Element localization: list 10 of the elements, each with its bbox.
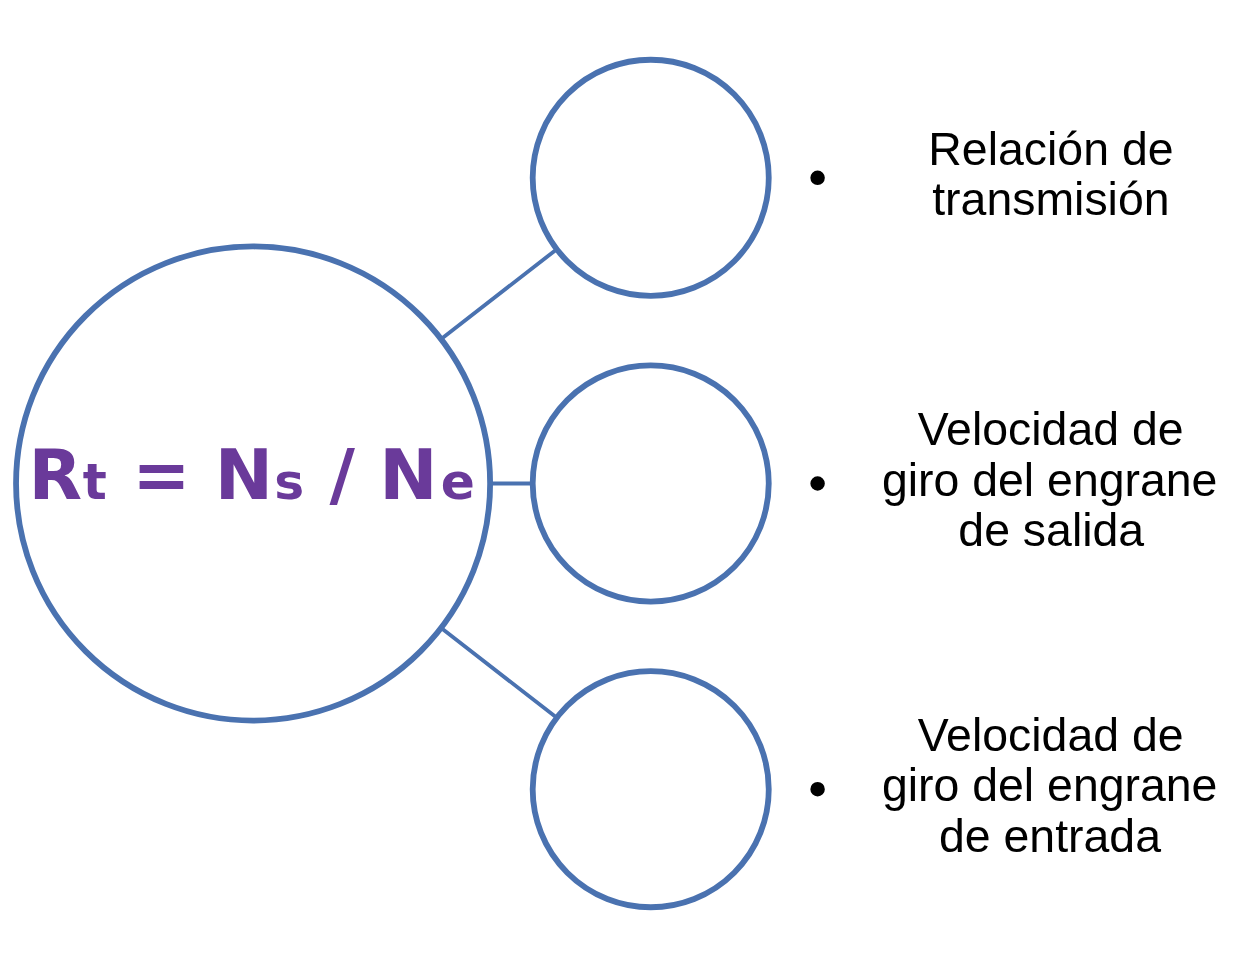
connector <box>440 247 558 340</box>
node-circle: Rt = Ns / Ne <box>13 243 493 723</box>
node-circle <box>529 362 772 604</box>
node-circle <box>529 56 772 299</box>
connector <box>490 481 533 485</box>
node-label: Velocidad de giro del engrane de entrada <box>881 708 1218 862</box>
node-label: Relación de transmisión <box>928 122 1174 225</box>
node-circle <box>529 667 772 910</box>
connector <box>440 626 558 719</box>
node-label: Velocidad de giro del engrane de salida <box>881 402 1218 556</box>
